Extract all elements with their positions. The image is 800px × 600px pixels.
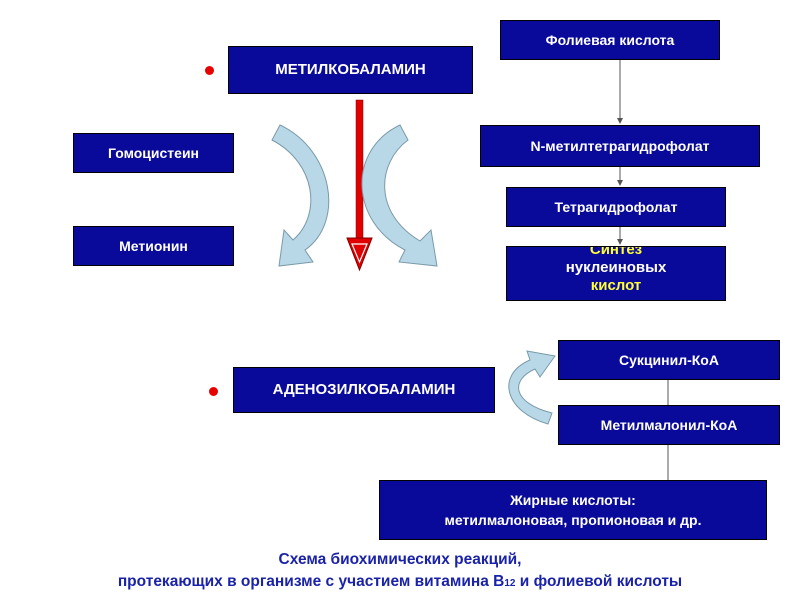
methylmalonyl-coa-box: Метилмалонил-КоА — [558, 405, 780, 445]
caption-subscript-12: 12 — [504, 578, 516, 589]
caption-line-1: Схема биохимических реакций, — [278, 551, 522, 568]
succinyl-coa-box: Сукцинил-КоА — [558, 340, 780, 380]
thf-box: Тетрагидрофолат — [506, 187, 726, 227]
adenosylcobalamin-box: АДЕНОЗИЛКОБАЛАМИН — [233, 367, 495, 413]
methylcobalamin-label: МЕТИЛКОБАЛАМИН — [275, 61, 426, 78]
fatty-acids-line-2: метилмалоновая, пропионовая и др. — [444, 512, 702, 528]
n-methyl-thf-label: N-метилтетрагидрофолат — [530, 138, 710, 154]
adenosylcobalamin-label: АДЕНОЗИЛКОБАЛАМИН — [272, 381, 456, 398]
fatty-acids-line-1: Жирные кислоты: — [510, 492, 636, 508]
homocysteine-box: Гомоцистеин — [73, 133, 234, 173]
folic-acid-box: Фолиевая кислота — [500, 20, 720, 60]
red-down-arrow — [346, 99, 373, 272]
synthesis-line-2: нуклеиновых — [565, 259, 667, 276]
caption-line-2: протекающих в организме с участием витам… — [117, 573, 683, 590]
n-methyl-thf-box: N-метилтетрагидрофолат — [480, 125, 760, 167]
curved-arrow-right — [361, 124, 438, 267]
curved-arrow-left — [271, 124, 330, 267]
methylcobalamin-box: МЕТИЛКОБАЛАМИН — [228, 46, 473, 94]
methionine-box: Метионин — [73, 226, 234, 266]
bullet-adenosylcobalamin — [209, 387, 218, 396]
synthesis-line-1: Синтез — [589, 246, 643, 258]
methionine-label: Метионин — [119, 238, 188, 254]
curved-arrow-adenosyl — [508, 350, 556, 425]
thf-label: Тетрагидрофолат — [554, 199, 678, 215]
nucleic-acid-synthesis-box: Синтез нуклеиновых кислот — [506, 246, 726, 301]
folic-acid-label: Фолиевая кислота — [545, 32, 675, 48]
methylmalonyl-coa-label: Метилмалонил-КоА — [600, 417, 738, 433]
bullet-methylcobalamin — [205, 66, 214, 75]
fatty-acids-box: Жирные кислоты: метилмалоновая, пропионо… — [379, 480, 767, 540]
synthesis-line-3: кислот — [590, 277, 642, 294]
homocysteine-label: Гомоцистеин — [107, 145, 200, 161]
succinyl-coa-label: Сукцинил-КоА — [619, 352, 719, 368]
